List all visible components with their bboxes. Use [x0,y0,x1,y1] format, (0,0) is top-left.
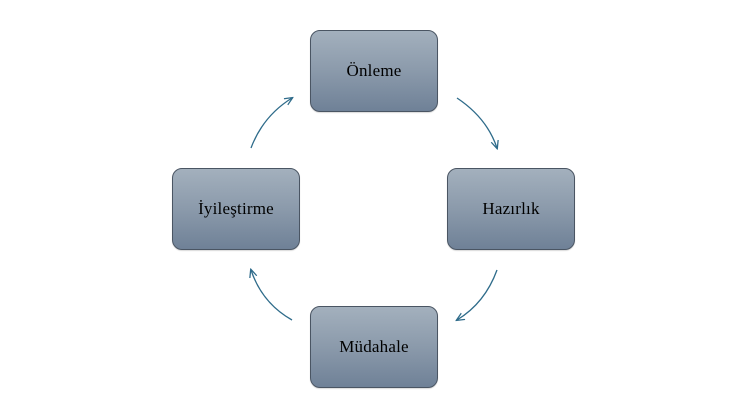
node-mudahale: Müdahale [310,306,438,388]
node-onleme: Önleme [310,30,438,112]
arrow-onleme-to-hazirlik [456,97,497,148]
node-label-iyilestirme: İyileştirme [198,199,274,218]
node-label-onleme: Önleme [346,61,402,80]
node-label-hazirlik: Hazırlık [482,199,540,218]
arrow-hazirlik-to-mudahale [457,269,498,320]
node-iyilestirme: İyileştirme [172,168,300,250]
arrow-iyilestirme-to-onleme [250,98,292,149]
arrow-mudahale-to-iyilestirme [251,270,293,321]
node-label-mudahale: Müdahale [339,337,409,356]
node-hazirlik: Hazırlık [447,168,575,250]
